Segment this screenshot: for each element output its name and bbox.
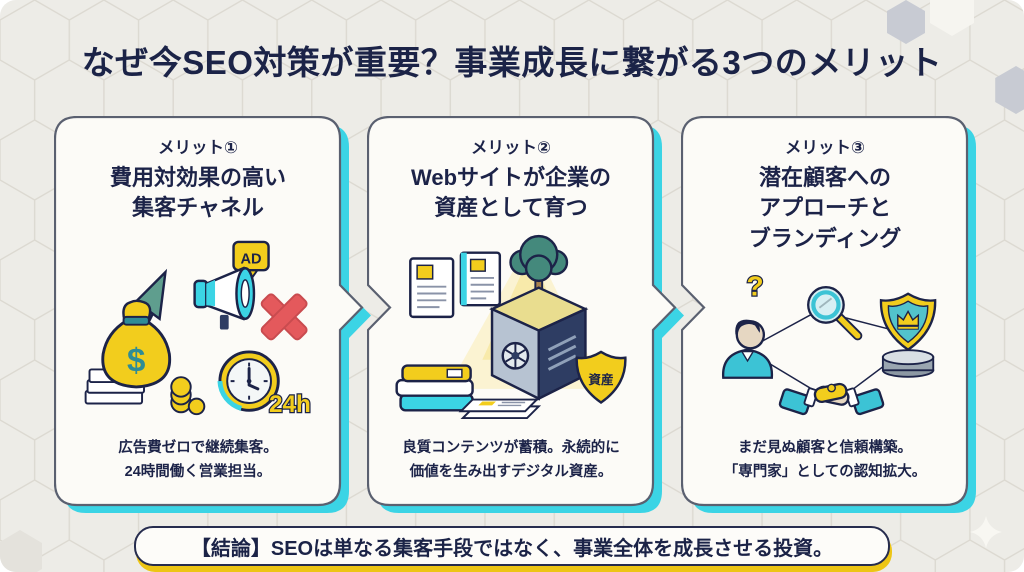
conclusion-text: 【結論】SEOは単なる集客手段ではなく、事業全体を成長させる投資。: [190, 537, 834, 560]
branding-illustration: ?: [722, 269, 937, 415]
desc-line: 「専門家」としての認知拡大。: [723, 463, 927, 480]
card3-illustration: ?: [682, 254, 968, 437]
dollar-label: $: [127, 342, 145, 379]
ad-badge-icon: AD: [231, 240, 270, 285]
heading-line: アプローチと: [758, 195, 891, 221]
heading-line: 資産として育つ: [434, 195, 588, 221]
magnifier-icon: [807, 285, 863, 340]
asset-label: 資産: [588, 372, 614, 387]
ad-label: AD: [240, 251, 261, 267]
24h-label: 24h: [269, 391, 311, 418]
conclusion-banner: 【結論】SEOは単なる集客手段ではなく、事業全体を成長させる投資。: [134, 526, 890, 566]
card2-content: メリット② Webサイトが企業の 資産として育つ: [368, 117, 654, 505]
brand-shield-icon: [879, 291, 937, 351]
pedestal-icon: [881, 348, 935, 378]
gray-hexagon-icon: [0, 530, 42, 572]
card1-illustration: $ AD: [55, 224, 341, 437]
card1-heading: 費用対効果の高い 集客チャネル: [110, 163, 286, 224]
merit-badge-2: メリット②: [471, 139, 551, 157]
tree-icon: [508, 234, 568, 293]
card3-content: メリット③ 潜在顧客への アプローチと ブランディング ?: [682, 117, 968, 505]
cost-effective-illustration: $ AD: [84, 240, 312, 419]
crown-icon: [897, 309, 920, 330]
document-icon: [408, 257, 454, 318]
card2-illustration: 資産: [368, 224, 654, 437]
gray-hexagon-icon: [887, 0, 925, 44]
white-hexagon-icon: [930, 0, 974, 36]
benefit-card-1: メリット① 費用対効果の高い 集客チャネル: [54, 116, 372, 514]
card1-content: メリット① 費用対効果の高い 集客チャネル: [55, 117, 341, 505]
prospect-person-icon: [722, 319, 773, 379]
benefit-card-3: メリット③ 潜在顧客への アプローチと ブランディング ?: [681, 116, 999, 514]
desc-line: 価値を生み出すデジタル資産。: [409, 463, 613, 480]
card2-heading: Webサイトが企業の 資産として育つ: [411, 163, 611, 224]
question-mark-label: ?: [746, 270, 763, 301]
heading-line: Webサイトが企業の: [410, 165, 612, 190]
megaphone-icon: AD: [192, 240, 270, 330]
card1-description: 広告費ゼロで継続集客。 24時間働く営業担当。: [118, 437, 278, 484]
asset-shield-icon: 資産: [574, 350, 627, 404]
digital-asset-illustration: 資産: [394, 234, 627, 419]
sparkle-icon: [970, 516, 1002, 548]
gray-hexagon-icon: [995, 66, 1024, 114]
desc-line: 広告費ゼロで継続集客。: [118, 440, 278, 457]
desc-line: まだ見ぬ顧客と信頼構築。: [737, 440, 912, 457]
safe-icon: [488, 286, 588, 401]
merit-badge-1: メリット①: [158, 139, 238, 157]
page-title: なぜ今SEO対策が重要？事業成長に繋がる3つのメリット: [81, 44, 943, 81]
merit-badge-3: メリット③: [785, 139, 865, 157]
coins-icon: [169, 376, 205, 416]
cross-icon: [260, 293, 308, 341]
heading-line: 潜在顧客への: [758, 165, 891, 190]
document-icon: [459, 251, 501, 307]
books-icon: [394, 364, 474, 412]
card3-heading: 潜在顧客への アプローチと ブランディング: [749, 163, 901, 254]
heading-line: ブランディング: [748, 225, 902, 251]
heading-line: 集客チャネル: [132, 195, 264, 221]
heading-line: 費用対効果の高い: [109, 165, 286, 190]
clock-icon: 24h: [216, 350, 312, 419]
card2-description: 良質コンテンツが蓄積。永続的に 価値を生み出すデジタル資産。: [402, 437, 620, 484]
desc-line: 24時間働く営業担当。: [124, 463, 272, 480]
money-bag-icon: $: [100, 299, 171, 389]
card1-outline: [54, 116, 371, 513]
paper-stack-icon: [458, 398, 541, 419]
card3-description: まだ見ぬ顧客と信頼構築。 「専門家」としての認知拡大。: [724, 437, 927, 484]
desc-line: 良質コンテンツが蓄積。永続的に: [402, 440, 620, 457]
handshake-icon: [778, 382, 885, 415]
connection-lines: [756, 309, 894, 393]
benefit-card-2: メリット② Webサイトが企業の 資産として育つ: [367, 116, 685, 514]
